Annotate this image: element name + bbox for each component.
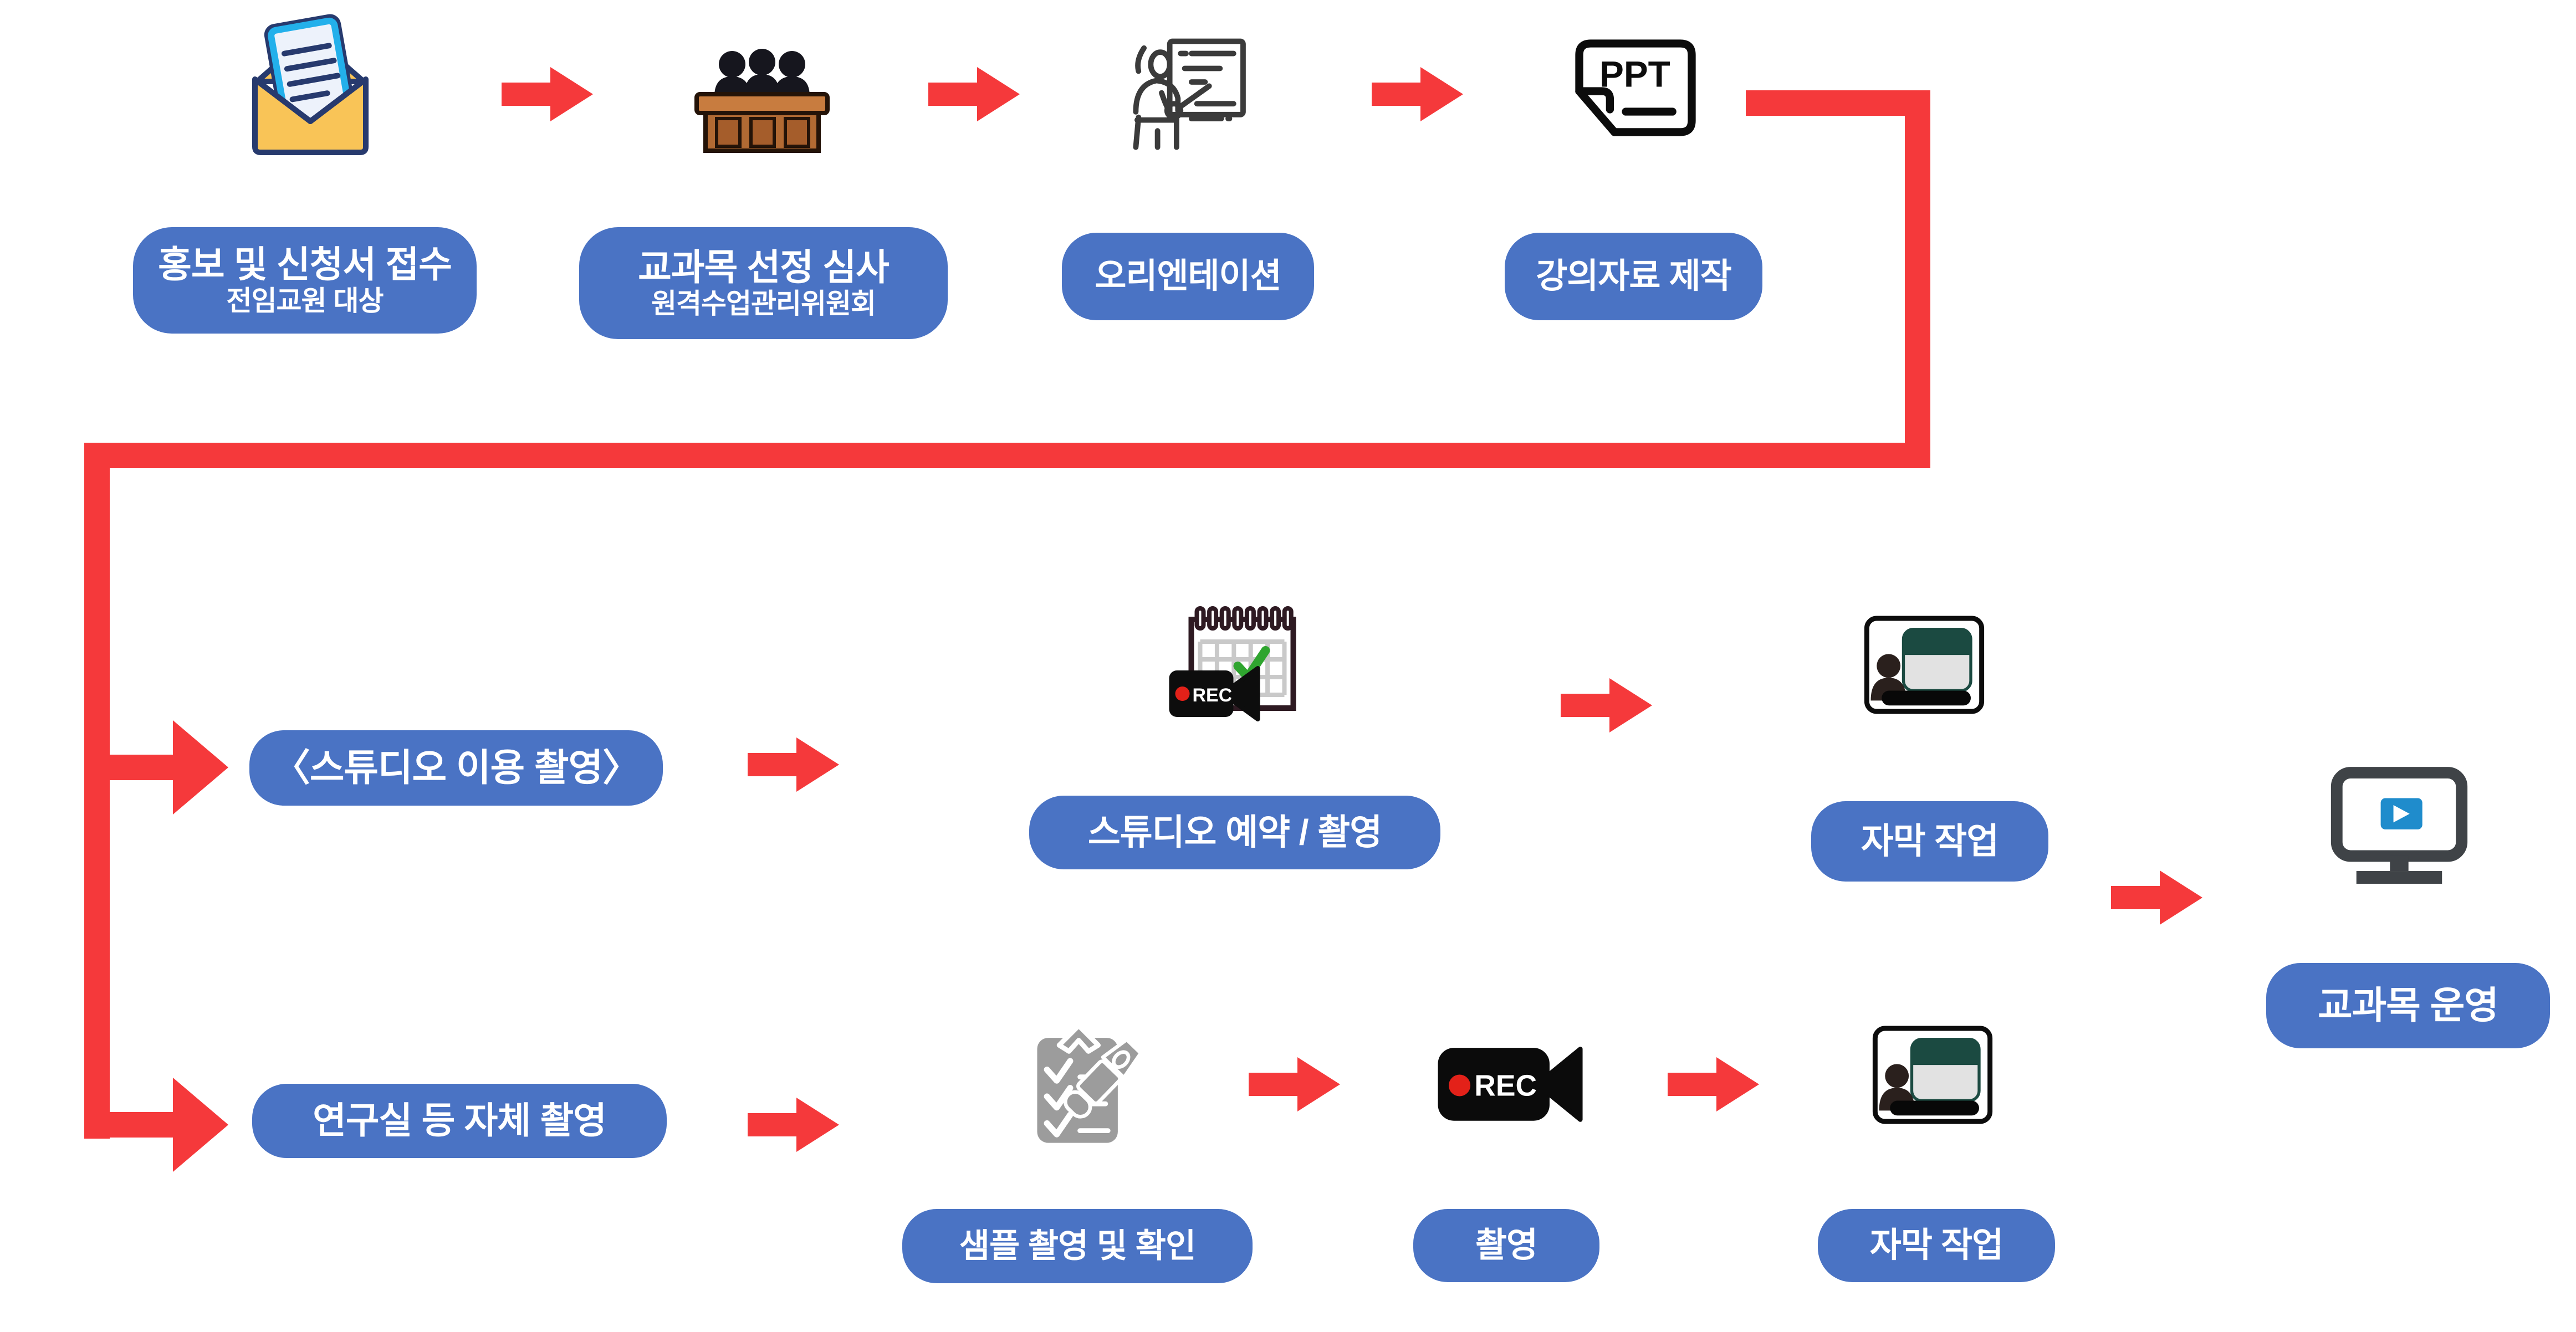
connector-top-horizontal (1746, 90, 1930, 116)
checklist-pen-icon (1023, 1011, 1154, 1152)
flow-arrow (1668, 1054, 1759, 1115)
flow-arrow (928, 64, 1020, 125)
ppt-document-icon: PPT (1563, 32, 1708, 146)
branch-studio-entry-pill: 〈스튜디오 이용 촬영〉 (249, 730, 663, 806)
step-pill-sample-check: 샘플 촬영 및 확인 (902, 1209, 1253, 1283)
step-label: 자막 작업 (1861, 821, 1999, 861)
flow-arrow (748, 734, 839, 795)
branch-studio-arrowhead (173, 720, 228, 814)
caption-screen-icon (1872, 1025, 1993, 1125)
step-label: 홍보 및 신청서 접수 (158, 244, 452, 285)
flow-arrow (748, 1094, 839, 1155)
step-label: 스튜디오 예약 / 촬영 (1087, 812, 1382, 852)
step-label: 샘플 촬영 및 확인 (959, 1227, 1196, 1265)
branch-label: 연구실 등 자체 촬영 (313, 1100, 607, 1141)
envelope-letter-icon (244, 12, 377, 157)
step-label: 교과목 운영 (2318, 984, 2499, 1027)
step-label: 촬영 (1475, 1226, 1538, 1265)
caption-screen-icon (1864, 615, 1985, 715)
connector-right-vertical (1905, 90, 1930, 468)
step-pill-course-operation: 교과목 운영 (2266, 963, 2550, 1048)
step-label: 오리엔테이션 (1095, 257, 1281, 296)
rec-text: REC (1193, 685, 1233, 706)
step-label: 교과목 선정 심사 (638, 247, 890, 288)
ppt-text: PPT (1599, 54, 1670, 94)
branch-studio-bar (110, 755, 174, 780)
branch-self-entry-pill: 연구실 등 자체 촬영 (252, 1084, 667, 1158)
step-sublabel: 전임교원 대상 (226, 285, 384, 316)
connector-main-horizontal (84, 443, 1930, 468)
step-pill-lecture-materials: 강의자료 제작 (1505, 233, 1762, 320)
flow-arrow (1249, 1054, 1340, 1115)
branch-self-arrowhead (173, 1078, 228, 1172)
flow-arrow (502, 64, 593, 125)
flow-arrow (2111, 867, 2202, 928)
step-pill-studio-booking: 스튜디오 예약 / 촬영 (1029, 796, 1440, 869)
flow-arrow (1561, 675, 1652, 736)
step-label: 자막 작업 (1869, 1226, 2003, 1265)
step-pill-selection-review: 교과목 선정 심사 원격수업관리위원회 (579, 227, 948, 339)
branch-self-bar (110, 1112, 174, 1138)
rec-camera-icon: REC (1433, 1044, 1587, 1126)
step-pill-application: 홍보 및 신청서 접수 전임교원 대상 (133, 227, 477, 334)
flow-arrow (1372, 64, 1463, 125)
step-pill-caption-work-studio: 자막 작업 (1811, 801, 2048, 882)
monitor-play-icon (2328, 765, 2471, 884)
step-sublabel: 원격수업관리위원회 (651, 288, 876, 319)
rec-text: REC (1474, 1070, 1537, 1103)
step-pill-orientation: 오리엔테이션 (1062, 233, 1314, 320)
branch-label: 〈스튜디오 이용 촬영〉 (272, 746, 640, 789)
connector-left-vertical (84, 443, 110, 1139)
calendar-rec-icon: REC (1167, 604, 1302, 726)
step-pill-filming: 촬영 (1413, 1209, 1599, 1282)
step-label: 강의자료 제작 (1536, 257, 1731, 296)
review-committee-icon (690, 39, 834, 155)
step-pill-caption-work-self: 자막 작업 (1818, 1209, 2055, 1282)
orientation-board-icon (1120, 28, 1255, 163)
